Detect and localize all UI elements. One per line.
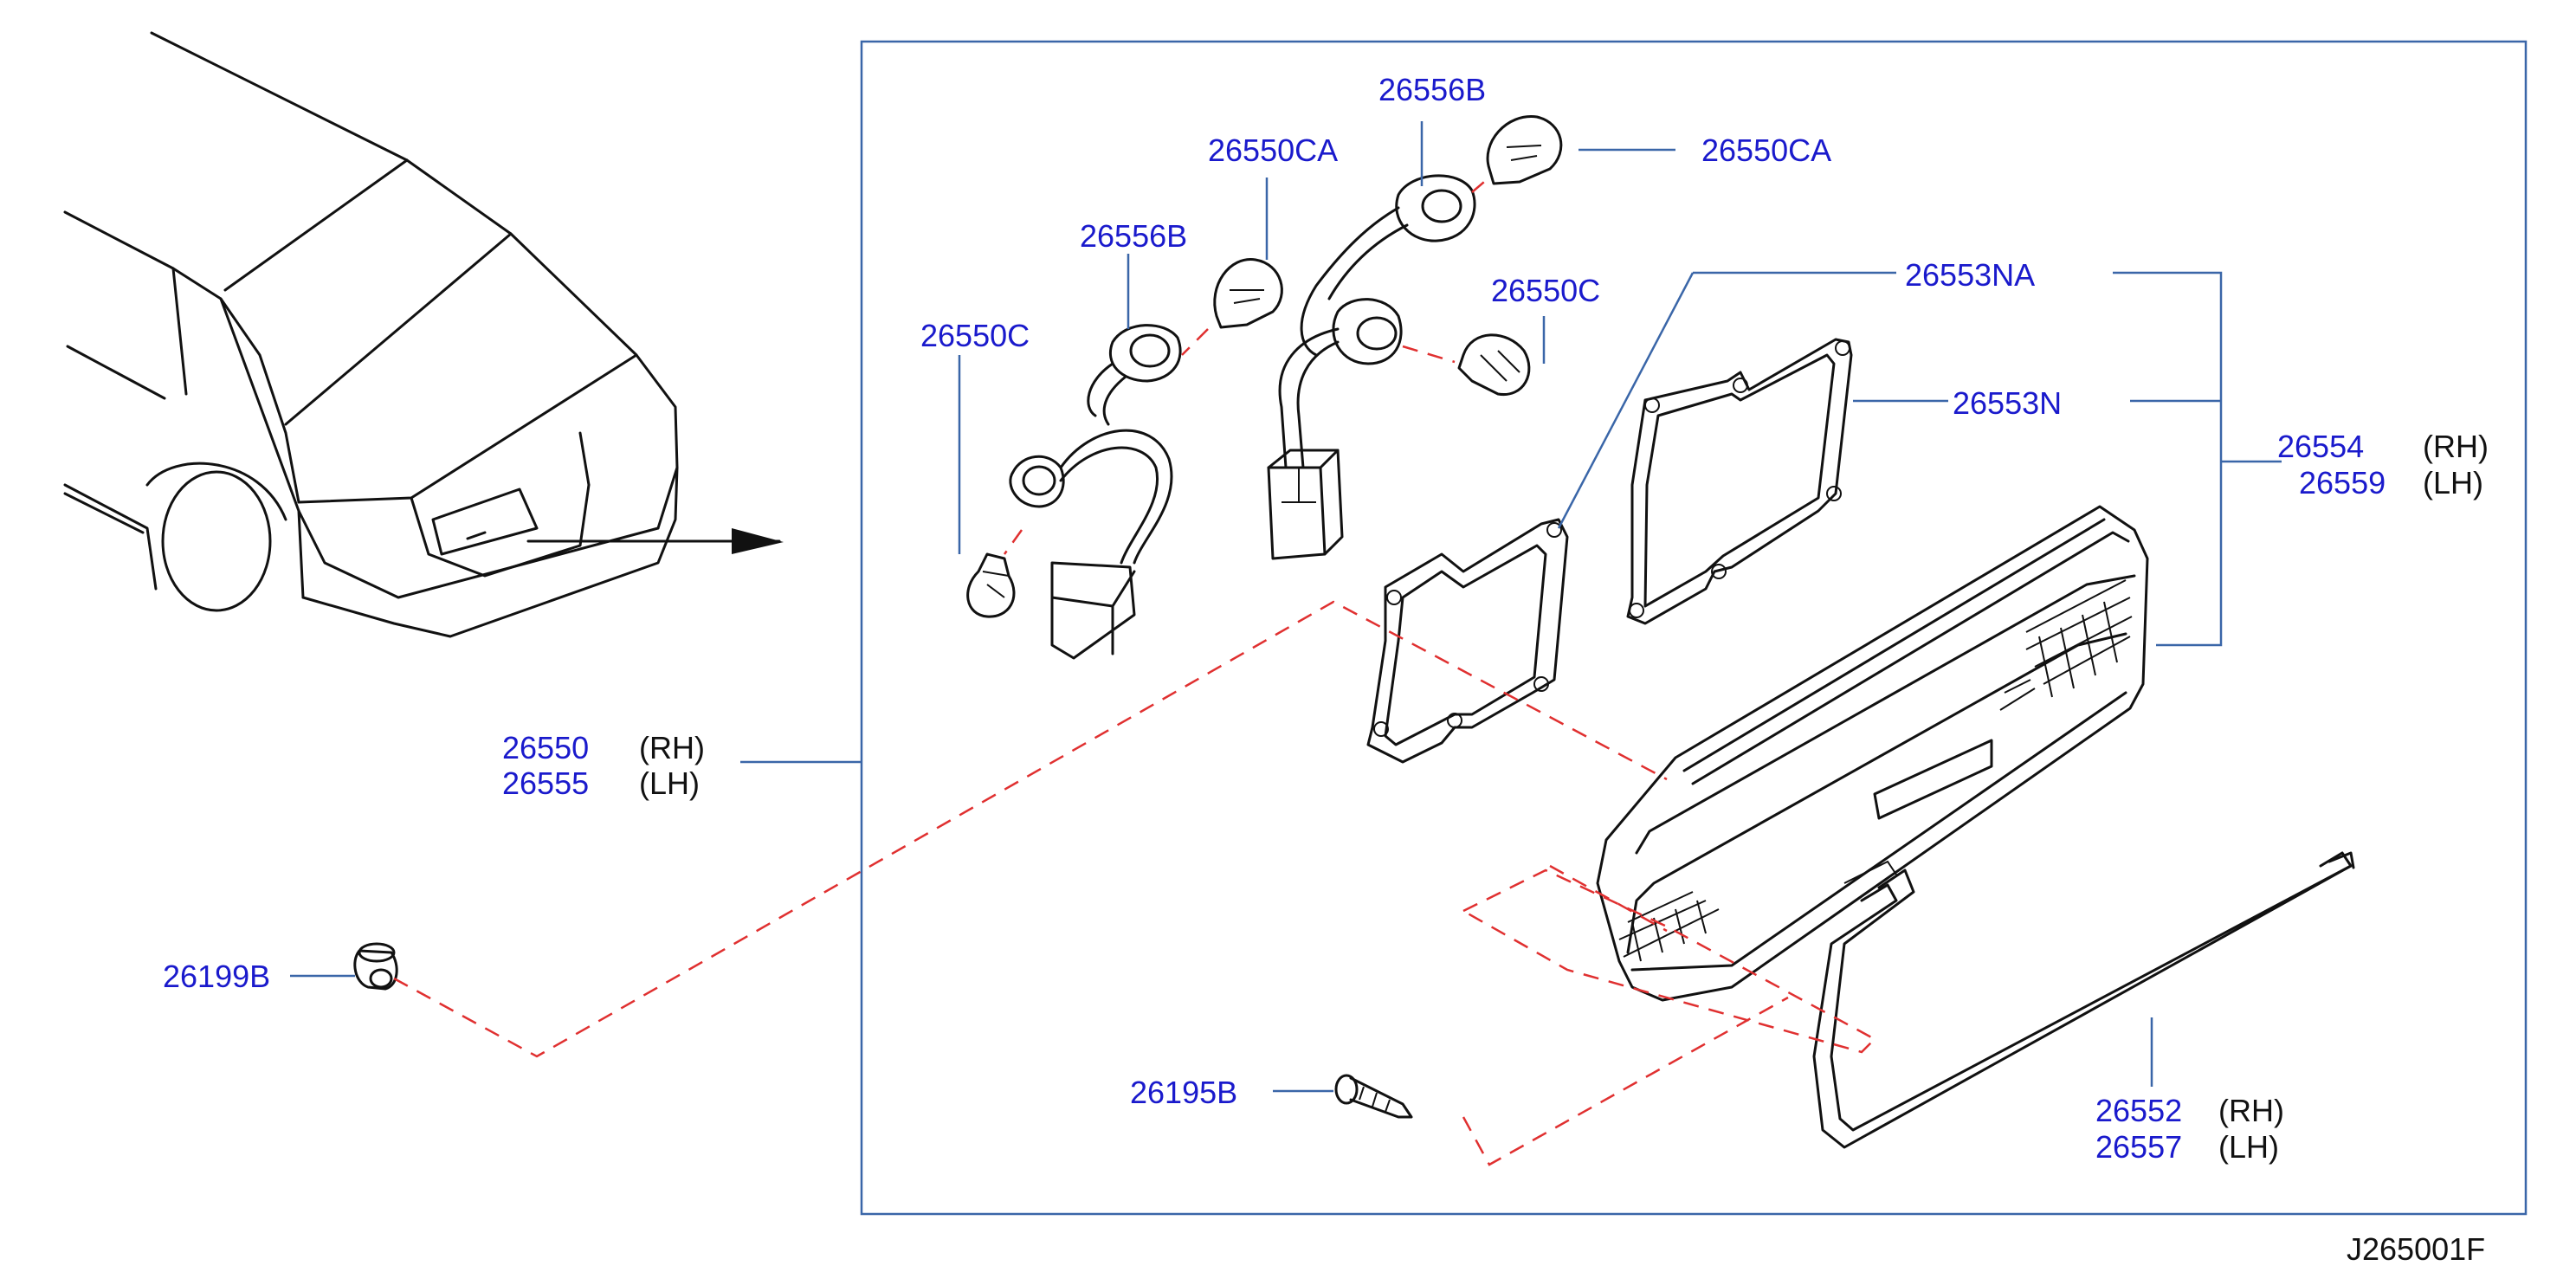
label-26550-side: (RH): [639, 730, 705, 765]
label-26195b: 26195B: [1130, 1075, 1237, 1110]
label-26550: 26550: [502, 730, 589, 765]
label-26553n: 26553N: [1953, 385, 2062, 421]
label-26556b-lower: 26556B: [1080, 218, 1187, 254]
label-26550c-left: 26550C: [920, 318, 1030, 353]
trim-strip: [1812, 851, 2355, 1149]
label-26557-side: (LH): [2218, 1129, 2279, 1165]
assembly-frame: [860, 40, 2528, 1216]
label-26556b-upper: 26556B: [1378, 72, 1486, 107]
wheel-icon: [161, 470, 272, 612]
label-26555-side: (LH): [639, 765, 700, 801]
label-26557: 26557: [2095, 1129, 2182, 1165]
label-26199b: 26199B: [163, 959, 270, 994]
label-26552: 26552: [2095, 1093, 2182, 1128]
arrow-head-icon: [732, 528, 784, 554]
label-26552-side: (RH): [2218, 1093, 2284, 1128]
label-26559: 26559: [2299, 465, 2386, 500]
label-26559-side: (LH): [2423, 465, 2483, 500]
leader-lines: [290, 121, 2282, 1093]
nut-icon: [353, 942, 398, 991]
label-26550ca-upper: 26550CA: [1701, 132, 1831, 168]
part-labels: 26550CA 26556B 26550CA 26556B 26550C 265…: [163, 72, 2489, 1267]
label-26553na: 26553NA: [1905, 257, 2035, 293]
gasket-26553NA: [1366, 518, 1569, 764]
dashed-guides: [393, 177, 1877, 1166]
lamp-body: [1596, 505, 2149, 1002]
screw-icon: [1334, 1074, 1413, 1119]
label-26554: 26554: [2277, 429, 2364, 464]
diagram-code: J265001F: [2347, 1231, 2485, 1267]
label-26555: 26555: [502, 765, 589, 801]
car-illustration: [63, 31, 784, 638]
label-26554-side: (RH): [2423, 429, 2489, 464]
gasket-26553N: [1626, 338, 1853, 625]
label-26550c-right: 26550C: [1491, 273, 1600, 308]
harness-right: [1267, 115, 1563, 560]
label-26550ca-lower: 26550CA: [1208, 132, 1338, 168]
harness-left: [966, 258, 1283, 660]
